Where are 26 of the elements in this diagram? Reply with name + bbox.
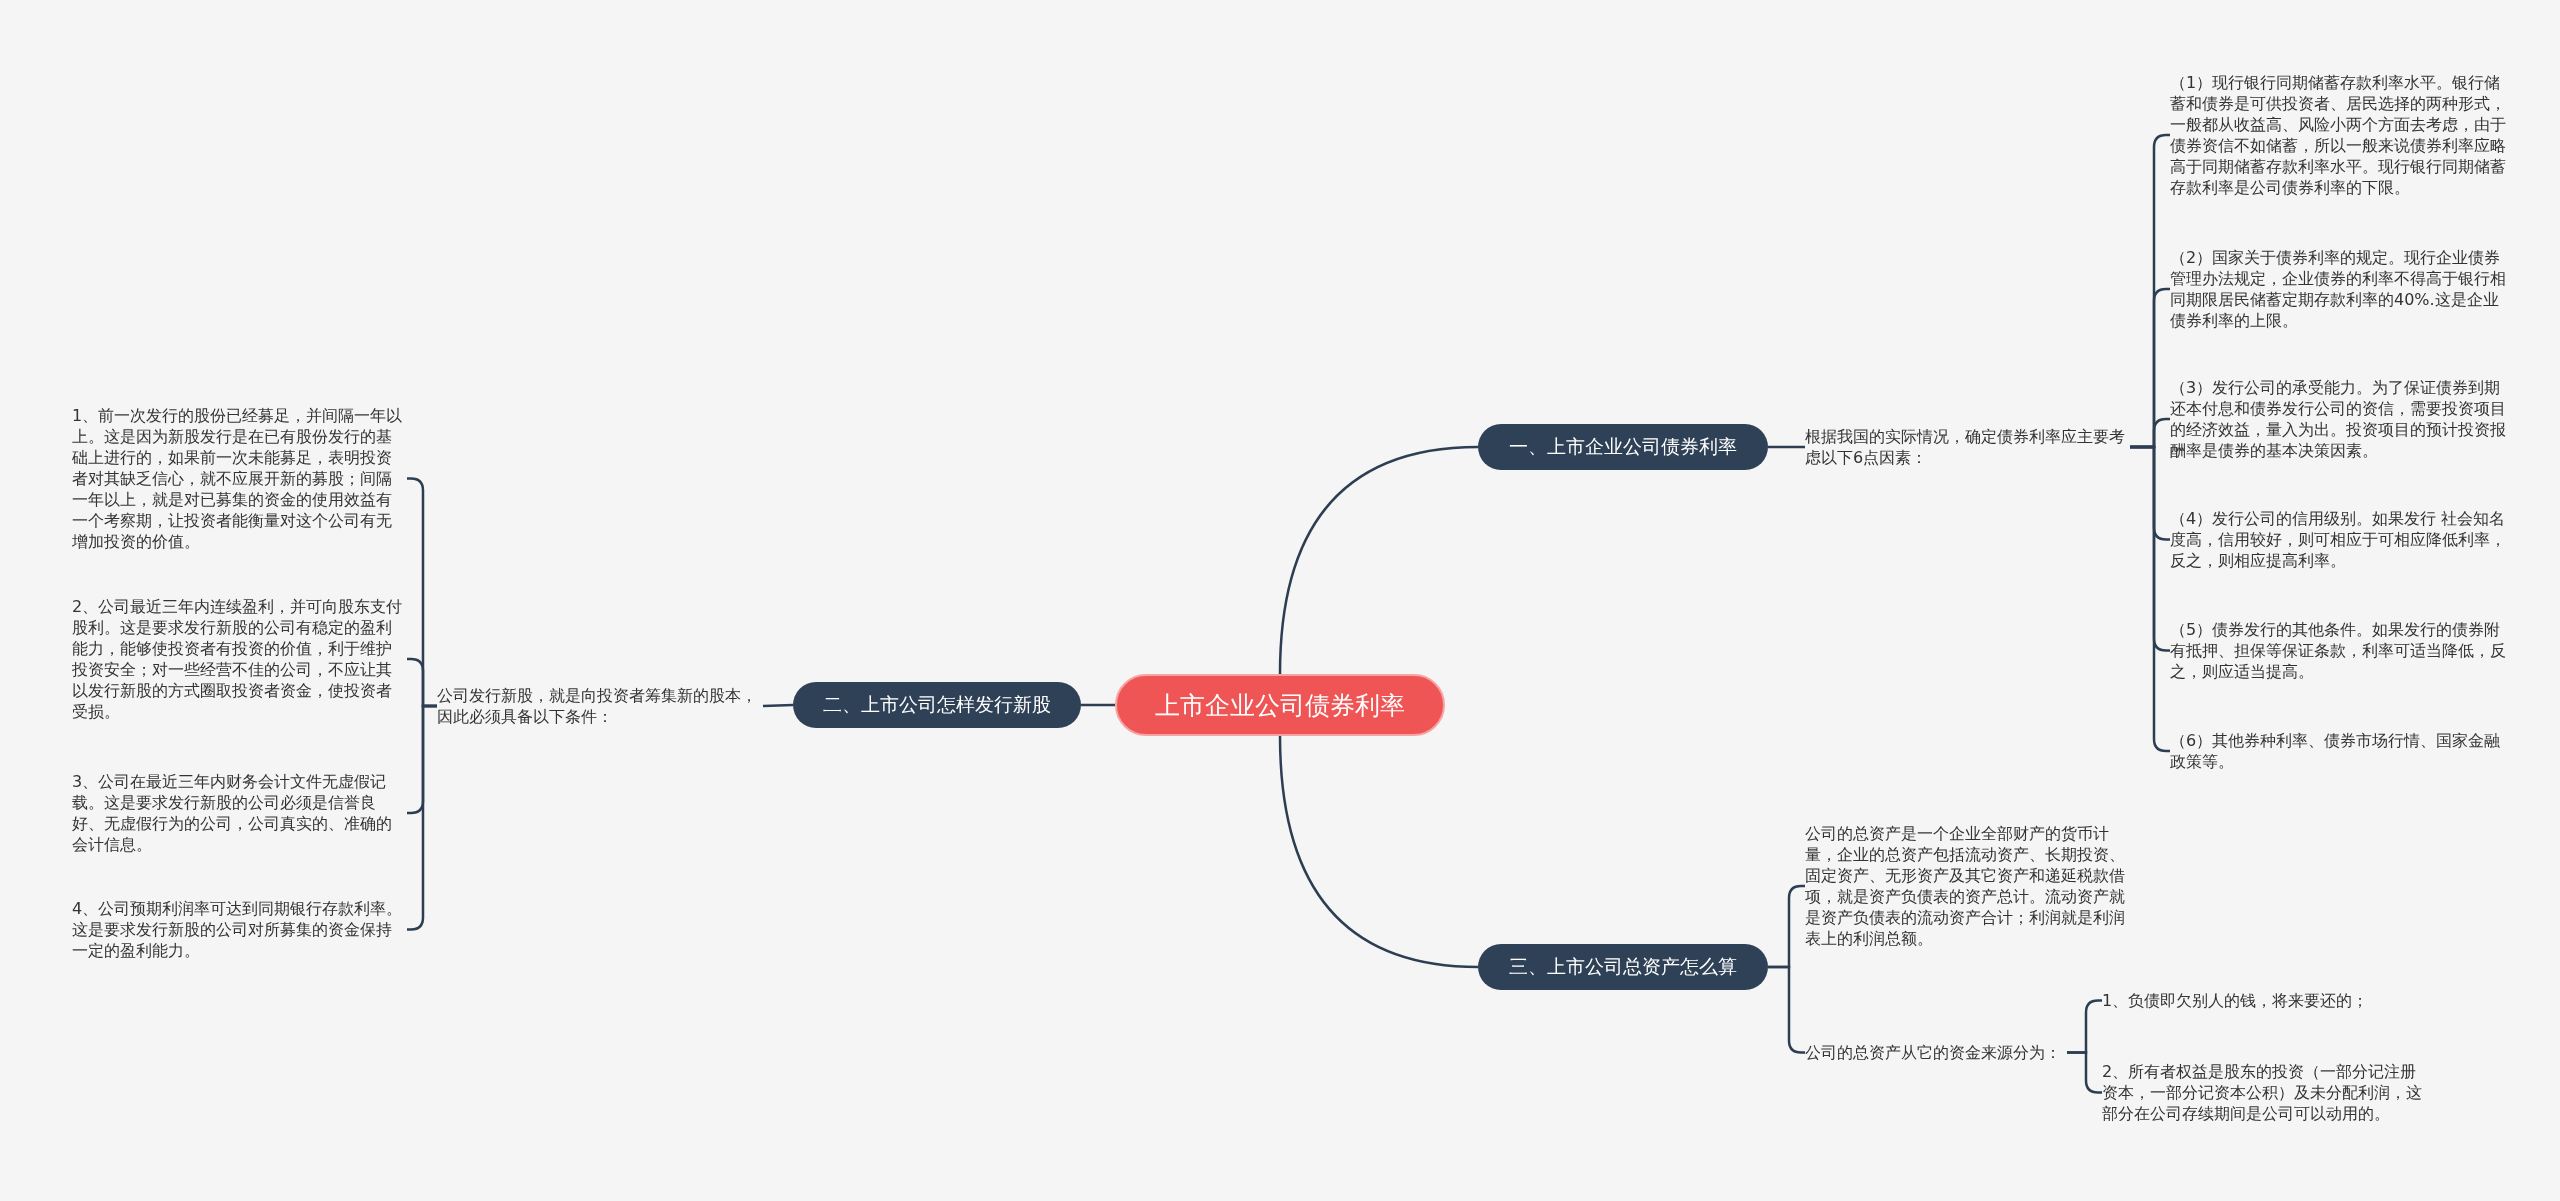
topic-text: （6）其他券种利率、债券市场行情、国家金融政策等。 (2170, 730, 2510, 772)
branch-topic: 三、上市公司总资产怎么算 (1478, 944, 1768, 990)
connector-line (1768, 445, 1805, 449)
central-topic: 上市企业公司债券利率 (1115, 674, 1445, 736)
connector-line (1081, 703, 1115, 707)
connector-line (1278, 735, 1479, 969)
topic-text: 2、所有者权益是股东的投资（一部分记注册资本，一部分记资本公积）及未分配利润，这部分在公司存续期间是公司可以动用的。 (2102, 1061, 2432, 1124)
branch-topic: 一、上市企业公司债券利率 (1478, 424, 1768, 470)
topic-text: 3、公司在最近三年内财务会计文件无虚假记载。这是要求发行新股的公司必须是信誉良好、无虚假行为的公司，公司真实的、准确的会计信息。 (72, 771, 407, 855)
connector-line (1278, 445, 1479, 675)
connector-line (2067, 1051, 2102, 1094)
topic-text: 1、负债即欠别人的钱，将来要还的； (2102, 990, 2432, 1011)
topic-text: （2）国家关于债券利率的规定。现行企业债券管理办法规定，企业债券的利率不得高于银行相同期限居民储蓄定期存款利率的40%.这是企业债券利率的上限。 (2170, 247, 2510, 331)
topic-text: （5）债券发行的其他条件。如果发行的债券附有抵押、担保等保证条款，利率可适当降低，反之，则应适当提高。 (2170, 619, 2510, 682)
topic-text: 公司发行新股，就是向投资者筹集新的股本，因此必须具备以下条件： (437, 685, 763, 727)
topic-text: 公司的总资产是一个企业全部财产的货币计量，企业的总资产包括流动资产、长期投资、固定资产、无形资产及其它资产和递延税款借项，就是资产负债表的资产总计。流动资产就是资产负债表的流动资产合计；利润就是利润表上的利润总额。 (1805, 823, 2130, 949)
topic-text: 1、前一次发行的股份已经募足，并间隔一年以上。这是因为新股发行是在已有股份发行的基础上进行的，如果前一次未能募足，表明投资者对其缺乏信心，就不应展开新的募股；间隔一年以上，就是对已募集的资金的使用效益有一个考察期，让投资者能衡量对这个公司有无增加投资的价值。 (72, 405, 407, 552)
topic-text: （4）发行公司的信用级别。如果发行 社会知名度高，信用较好，则可相应于可相应降低利率，反之，则相应提高利率。 (2170, 508, 2510, 571)
connector-line (762, 703, 794, 708)
topic-text: （1）现行银行同期储蓄存款利率水平。银行储蓄和债券是可供投资者、居民选择的两种形式，一般都从收益高、风险小两个方面去考虑，由于债券资信不如储蓄，所以一般来说债券利率应略高于同期储蓄存款利率水平。现行银行同期储蓄存款利率是公司债券利率的下限。 (2170, 72, 2510, 198)
topic-text: 4、公司预期利润率可达到同期银行存款利率。这是要求发行新股的公司对所募集的资金保持一定的盈利能力。 (72, 898, 407, 961)
topic-text: 根据我国的实际情况，确定债券利率应主要考虑以下6点因素： (1805, 426, 2130, 468)
topic-text: 公司的总资产从它的资金来源分为： (1805, 1042, 2067, 1063)
topic-text: （3）发行公司的承受能力。为了保证债券到期还本付息和债券发行公司的资信，需要投资项目的经济效益，量入为出。投资项目的预计投资报酬率是债券的基本决策因素。 (2170, 377, 2510, 461)
branch-topic: 二、上市公司怎样发行新股 (793, 682, 1081, 728)
topic-text: 2、公司最近三年内连续盈利，并可向股东支付股利。这是要求发行新股的公司有稳定的盈利能力，能够使投资者有投资的价值，利于维护投资安全；对一些经营不佳的公司，不应让其以发行新股的方式圈取投资者资金，使投资者受损。 (72, 596, 407, 722)
